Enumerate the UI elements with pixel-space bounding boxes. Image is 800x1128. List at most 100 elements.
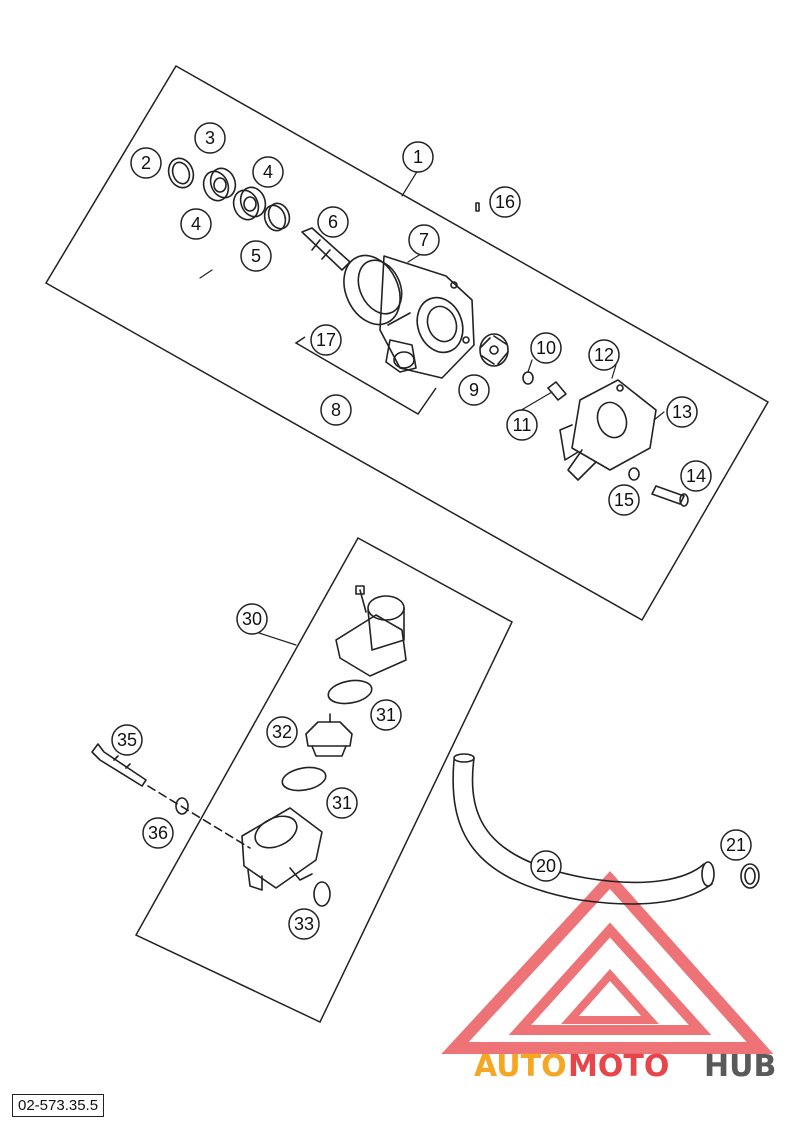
callout-circle [458, 374, 490, 406]
callout-circle [588, 339, 620, 371]
callout-c33: 33 [288, 908, 320, 940]
callout-circle [288, 908, 320, 940]
screw-part [91, 743, 147, 787]
bracket-8 [294, 336, 437, 415]
callout-circle [194, 122, 226, 154]
callout-circle [317, 206, 349, 238]
o-ring-part [281, 766, 327, 792]
callout-circle [236, 603, 268, 635]
callout-number: 31 [332, 793, 352, 813]
callout-number: 7 [419, 230, 429, 250]
callout-circle [608, 484, 640, 516]
callout-circle [266, 716, 298, 748]
callout-c35: 35 [111, 724, 143, 756]
callout-circle [320, 394, 352, 426]
assembly-line [147, 785, 251, 849]
impeller-part [479, 333, 509, 367]
callout-circle [130, 147, 162, 179]
bearing-part [232, 186, 267, 221]
callout-c21: 21 [720, 829, 752, 861]
callout-c13: 13 [666, 396, 698, 428]
callout-number: 35 [117, 730, 137, 750]
callout-circle [142, 817, 174, 849]
callout-circle [530, 332, 562, 364]
callout-c7: 7 [408, 224, 440, 256]
callout-c36: 36 [142, 817, 174, 849]
callout-circle [310, 324, 342, 356]
callout-number: 11 [513, 415, 532, 435]
pin-part [475, 202, 480, 212]
thermostat-part [305, 713, 353, 757]
seal-part [263, 202, 291, 232]
diagram-reference-code: 02-573.35.5 [12, 1094, 105, 1117]
callout-circle [506, 409, 538, 441]
callout-number: 9 [469, 380, 479, 400]
watermark-auto: AUTO [474, 1049, 567, 1084]
o-ring-part [327, 679, 373, 705]
callout-circle [370, 699, 402, 731]
callout-number: 4 [191, 214, 201, 234]
callout-circle [180, 208, 212, 240]
callout-number: 17 [316, 330, 336, 350]
callout-circle [408, 224, 440, 256]
callout-number: 2 [141, 153, 151, 173]
callout-circle [530, 850, 562, 882]
washer-part [522, 371, 534, 385]
callout-circle [111, 724, 143, 756]
callout-number: 10 [536, 338, 556, 358]
callout-circle [680, 460, 712, 492]
callout-c31b: 31 [326, 787, 358, 819]
callout-number: 1 [413, 147, 423, 167]
callout-number: 15 [614, 490, 634, 510]
callout-c32: 32 [266, 716, 298, 748]
callout-c30: 30 [236, 603, 268, 635]
callout-number: 33 [294, 914, 314, 934]
callout-c9: 9 [458, 374, 490, 406]
callout-c3: 3 [194, 122, 226, 154]
callout-c4a: 4 [252, 156, 284, 188]
callout-c20: 20 [530, 850, 562, 882]
callout-circle [720, 829, 752, 861]
callout-number: 5 [251, 246, 261, 266]
callout-number: 31 [376, 705, 396, 725]
leader-lines [199, 169, 665, 646]
lower-group-frame [134, 536, 513, 1023]
callout-c17: 17 [310, 324, 342, 356]
callout-number: 8 [331, 400, 341, 420]
o-ring-part [628, 467, 640, 481]
callout-number: 13 [672, 402, 692, 422]
cover-screw-part [651, 485, 689, 507]
callout-c2: 2 [130, 147, 162, 179]
callout-number: 20 [536, 856, 556, 876]
callout-c12: 12 [588, 339, 620, 371]
callout-number: 21 [726, 835, 746, 855]
callout-number: 12 [594, 345, 614, 365]
callout-c31a: 31 [370, 699, 402, 731]
callout-number: 30 [242, 609, 262, 629]
callout-c11: 11 [506, 409, 538, 441]
watermark-hub: HUB [704, 1049, 776, 1084]
washer-part [175, 797, 189, 815]
bearing-part [202, 167, 237, 202]
circlip-part [167, 157, 195, 189]
callout-circle [240, 240, 272, 272]
callout-circle [666, 396, 698, 428]
callout-number: 3 [205, 128, 215, 148]
callout-c4b: 4 [180, 208, 212, 240]
callout-c14: 14 [680, 460, 712, 492]
callout-circle [252, 156, 284, 188]
hose-clamp-part [740, 863, 760, 889]
bolt-part [547, 381, 567, 401]
watermark-text: AUTO MOTO HUB [474, 1049, 776, 1084]
watermark-logo [441, 871, 774, 1054]
callout-number: 16 [495, 192, 515, 212]
callout-number: 36 [148, 823, 168, 843]
pump-cover-part [559, 379, 657, 481]
callout-c15: 15 [608, 484, 640, 516]
callout-number: 32 [272, 722, 292, 742]
upper-group-frame [44, 64, 770, 622]
callout-circle [402, 141, 434, 173]
callout-c10: 10 [530, 332, 562, 364]
callout-c1: 1 [402, 141, 434, 173]
